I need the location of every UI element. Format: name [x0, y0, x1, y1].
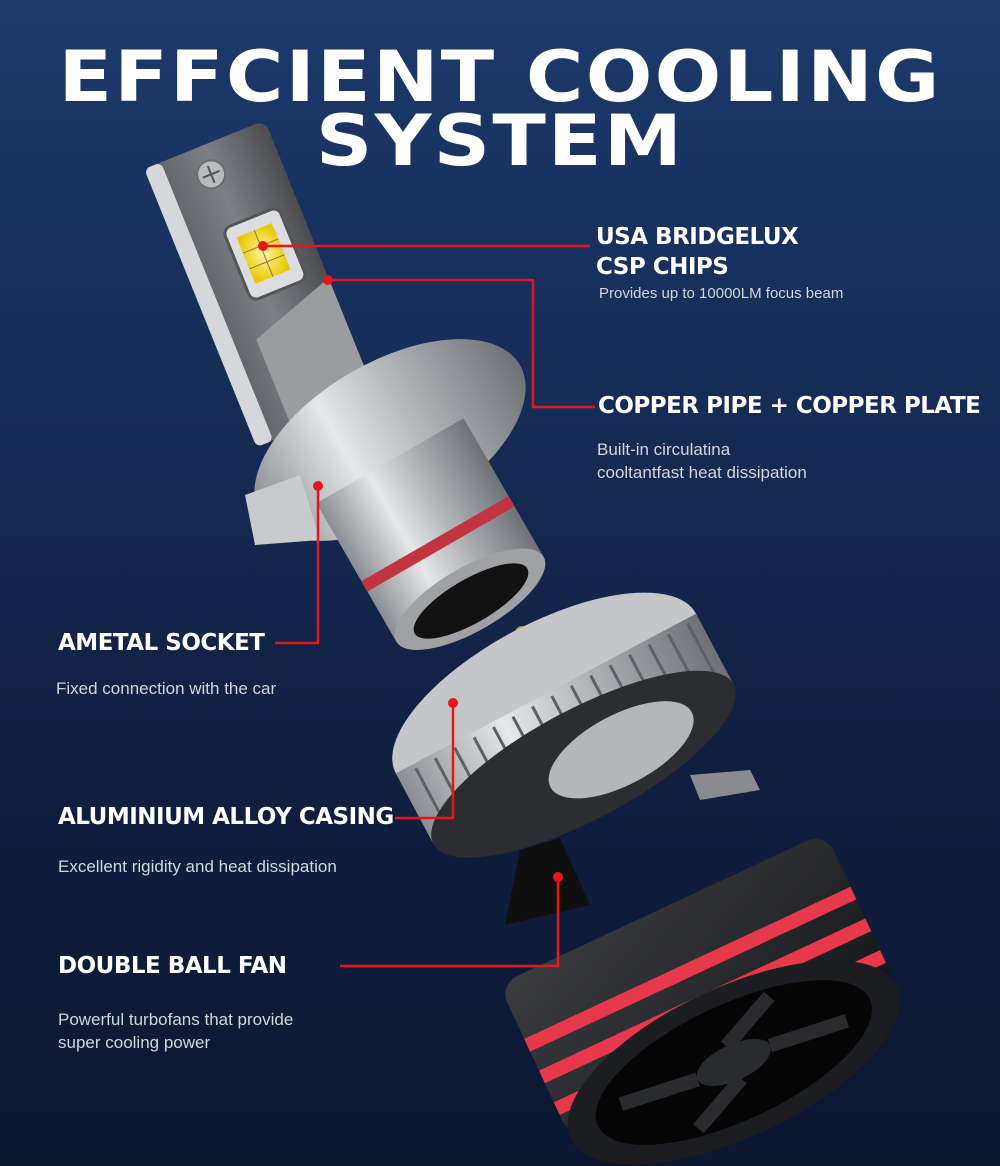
feature-socket-description: Fixed connection with the car — [56, 679, 277, 698]
feature-copper-description-line-2: cooltantfast heat dissipation — [597, 463, 807, 482]
feature-casing-title: ALUMINIUM ALLOY CASING — [58, 804, 394, 830]
feature-chips-title-line-1: USA BRIDGELUX — [596, 224, 799, 250]
feature-copper-description-line-1: Built-in circulatina — [597, 440, 731, 459]
feature-socket-title: AMETAL SOCKET — [58, 630, 265, 656]
feature-fan-description-line-1: Powerful turbofans that provide — [58, 1010, 294, 1029]
page-title-line-1: EFFCIENT COOLING — [58, 36, 942, 118]
feature-fan-title: DOUBLE BALL FAN — [58, 953, 287, 979]
feature-fan-description-line-2: super cooling power — [58, 1033, 211, 1052]
feature-copper-title: COPPER PIPE + COPPER PLATE — [598, 393, 981, 419]
feature-chips-description: Provides up to 10000LM focus beam — [599, 285, 844, 302]
feature-chips-title-line-2: CSP CHIPS — [596, 254, 729, 280]
page-title-line-2: SYSTEM — [315, 100, 685, 182]
feature-casing-description: Excellent rigidity and heat dissipation — [58, 857, 337, 876]
